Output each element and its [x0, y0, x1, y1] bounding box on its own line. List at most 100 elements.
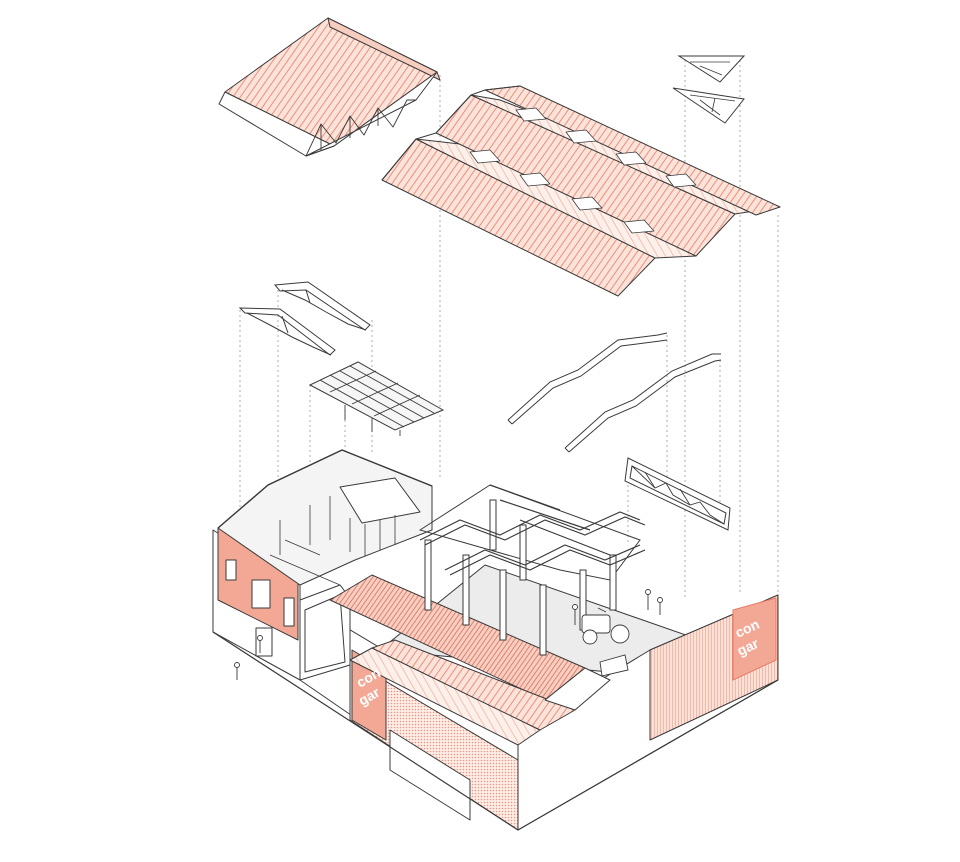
drawing-line: [305, 289, 311, 304]
drawing-line: [623, 219, 655, 234]
drawing-line: [519, 172, 551, 187]
tractor: [581, 607, 630, 645]
drawing-line: [424, 539, 432, 611]
drawing-line: [629, 465, 727, 525]
drawing-line: [499, 499, 591, 531]
drawing-line: [657, 597, 663, 603]
truss-frame-bundle: [308, 361, 445, 431]
drawing-line: [507, 419, 513, 425]
drawing-line: [615, 151, 647, 166]
drawing-line: [349, 365, 435, 414]
drawing-line: [679, 488, 691, 506]
drawing-line: [631, 465, 725, 525]
drawing-line: [269, 496, 396, 586]
drawing-line: [304, 594, 346, 673]
drawing-line: [544, 667, 611, 711]
drawing-line: [665, 173, 697, 188]
drawing-line: [610, 624, 630, 644]
drawing-line: [305, 99, 416, 157]
drawing-line: [597, 607, 607, 613]
drawing-line: [609, 554, 617, 611]
beam-upper-edge: [507, 332, 668, 421]
exposed-structure: [418, 484, 646, 656]
facade-window: [225, 559, 237, 581]
office-block: [217, 449, 433, 681]
drawing-line: [581, 614, 611, 634]
drawing-line: [645, 589, 651, 595]
drawing-line: [519, 519, 611, 556]
person-figure: [257, 635, 263, 653]
drawing-line: [419, 511, 641, 541]
drawing-line: [269, 554, 341, 586]
facade-window: [251, 579, 271, 609]
roof-truss-webs: [305, 99, 416, 157]
drawing-line: [539, 584, 547, 656]
drawing-line: [699, 99, 721, 116]
drawing-line: [444, 544, 641, 571]
drawing-line: [305, 145, 335, 157]
truss-triangle-top: [677, 55, 746, 83]
roof-ridge: [327, 17, 441, 81]
drawing-line: [329, 374, 415, 423]
drawing-line: [689, 94, 736, 102]
drawing-line: [449, 549, 646, 576]
drawing-line: [319, 365, 435, 436]
drawing-line: [246, 312, 332, 356]
drawing-line: [499, 569, 507, 641]
drawing-line: [281, 315, 289, 334]
drawing-line: [381, 85, 521, 181]
drawing-line: [565, 129, 597, 144]
drawing-line: [515, 107, 547, 122]
drawing-line: [319, 379, 405, 428]
drawing-line: [217, 449, 433, 529]
drawing-line: [572, 604, 578, 610]
drawing-line: [689, 61, 736, 116]
facade-window: [283, 597, 295, 627]
drawing-line: [599, 654, 629, 677]
drawing-line: [257, 635, 263, 641]
drawing-line: [284, 539, 321, 556]
sawtooth-roof: [381, 85, 781, 297]
beam-lower-edge-2: [568, 359, 722, 453]
structure-columns: [424, 499, 617, 656]
person-figure: [657, 597, 663, 615]
drawing-line: [519, 524, 527, 581]
drawing-line: [339, 370, 425, 419]
drawing-line: [699, 65, 723, 76]
person-figure: [645, 589, 651, 610]
drawing-line: [489, 484, 561, 511]
drawing-line: [373, 394, 421, 417]
structure-beams: [419, 484, 646, 576]
gable-truss-fragment: [672, 55, 746, 124]
truss-triangle-lower: [672, 87, 745, 124]
drawing-line: [489, 499, 497, 551]
cart: [599, 654, 629, 677]
truss-panel: [624, 457, 731, 531]
drawing-line: [234, 662, 240, 668]
side-sign-panel: [732, 597, 777, 681]
skylight-glazing: [469, 107, 697, 234]
drawing-line: [564, 447, 570, 453]
drawing-line: [329, 370, 377, 393]
drawing-line: [351, 382, 399, 405]
drawing-line: [281, 289, 367, 331]
drawing-line: [582, 629, 598, 645]
people-and-equipment: [234, 589, 663, 680]
person-figure: [572, 604, 578, 625]
facade-door: [255, 627, 273, 657]
drawing-line: [711, 97, 716, 113]
drawing-line: [418, 484, 641, 581]
steel-trusses-left: [238, 281, 445, 436]
zigzag-beams: [507, 332, 722, 453]
beam-lower-edge: [564, 353, 721, 449]
building-roof-front: [329, 574, 611, 746]
person-figure: [234, 662, 240, 680]
drawing-line: [424, 516, 646, 546]
drawing-line: [212, 631, 779, 831]
front-opening: [389, 729, 471, 821]
mezzanine-desk: [339, 477, 421, 524]
drawing-line: [644, 471, 656, 489]
drawing-line: [571, 196, 603, 211]
